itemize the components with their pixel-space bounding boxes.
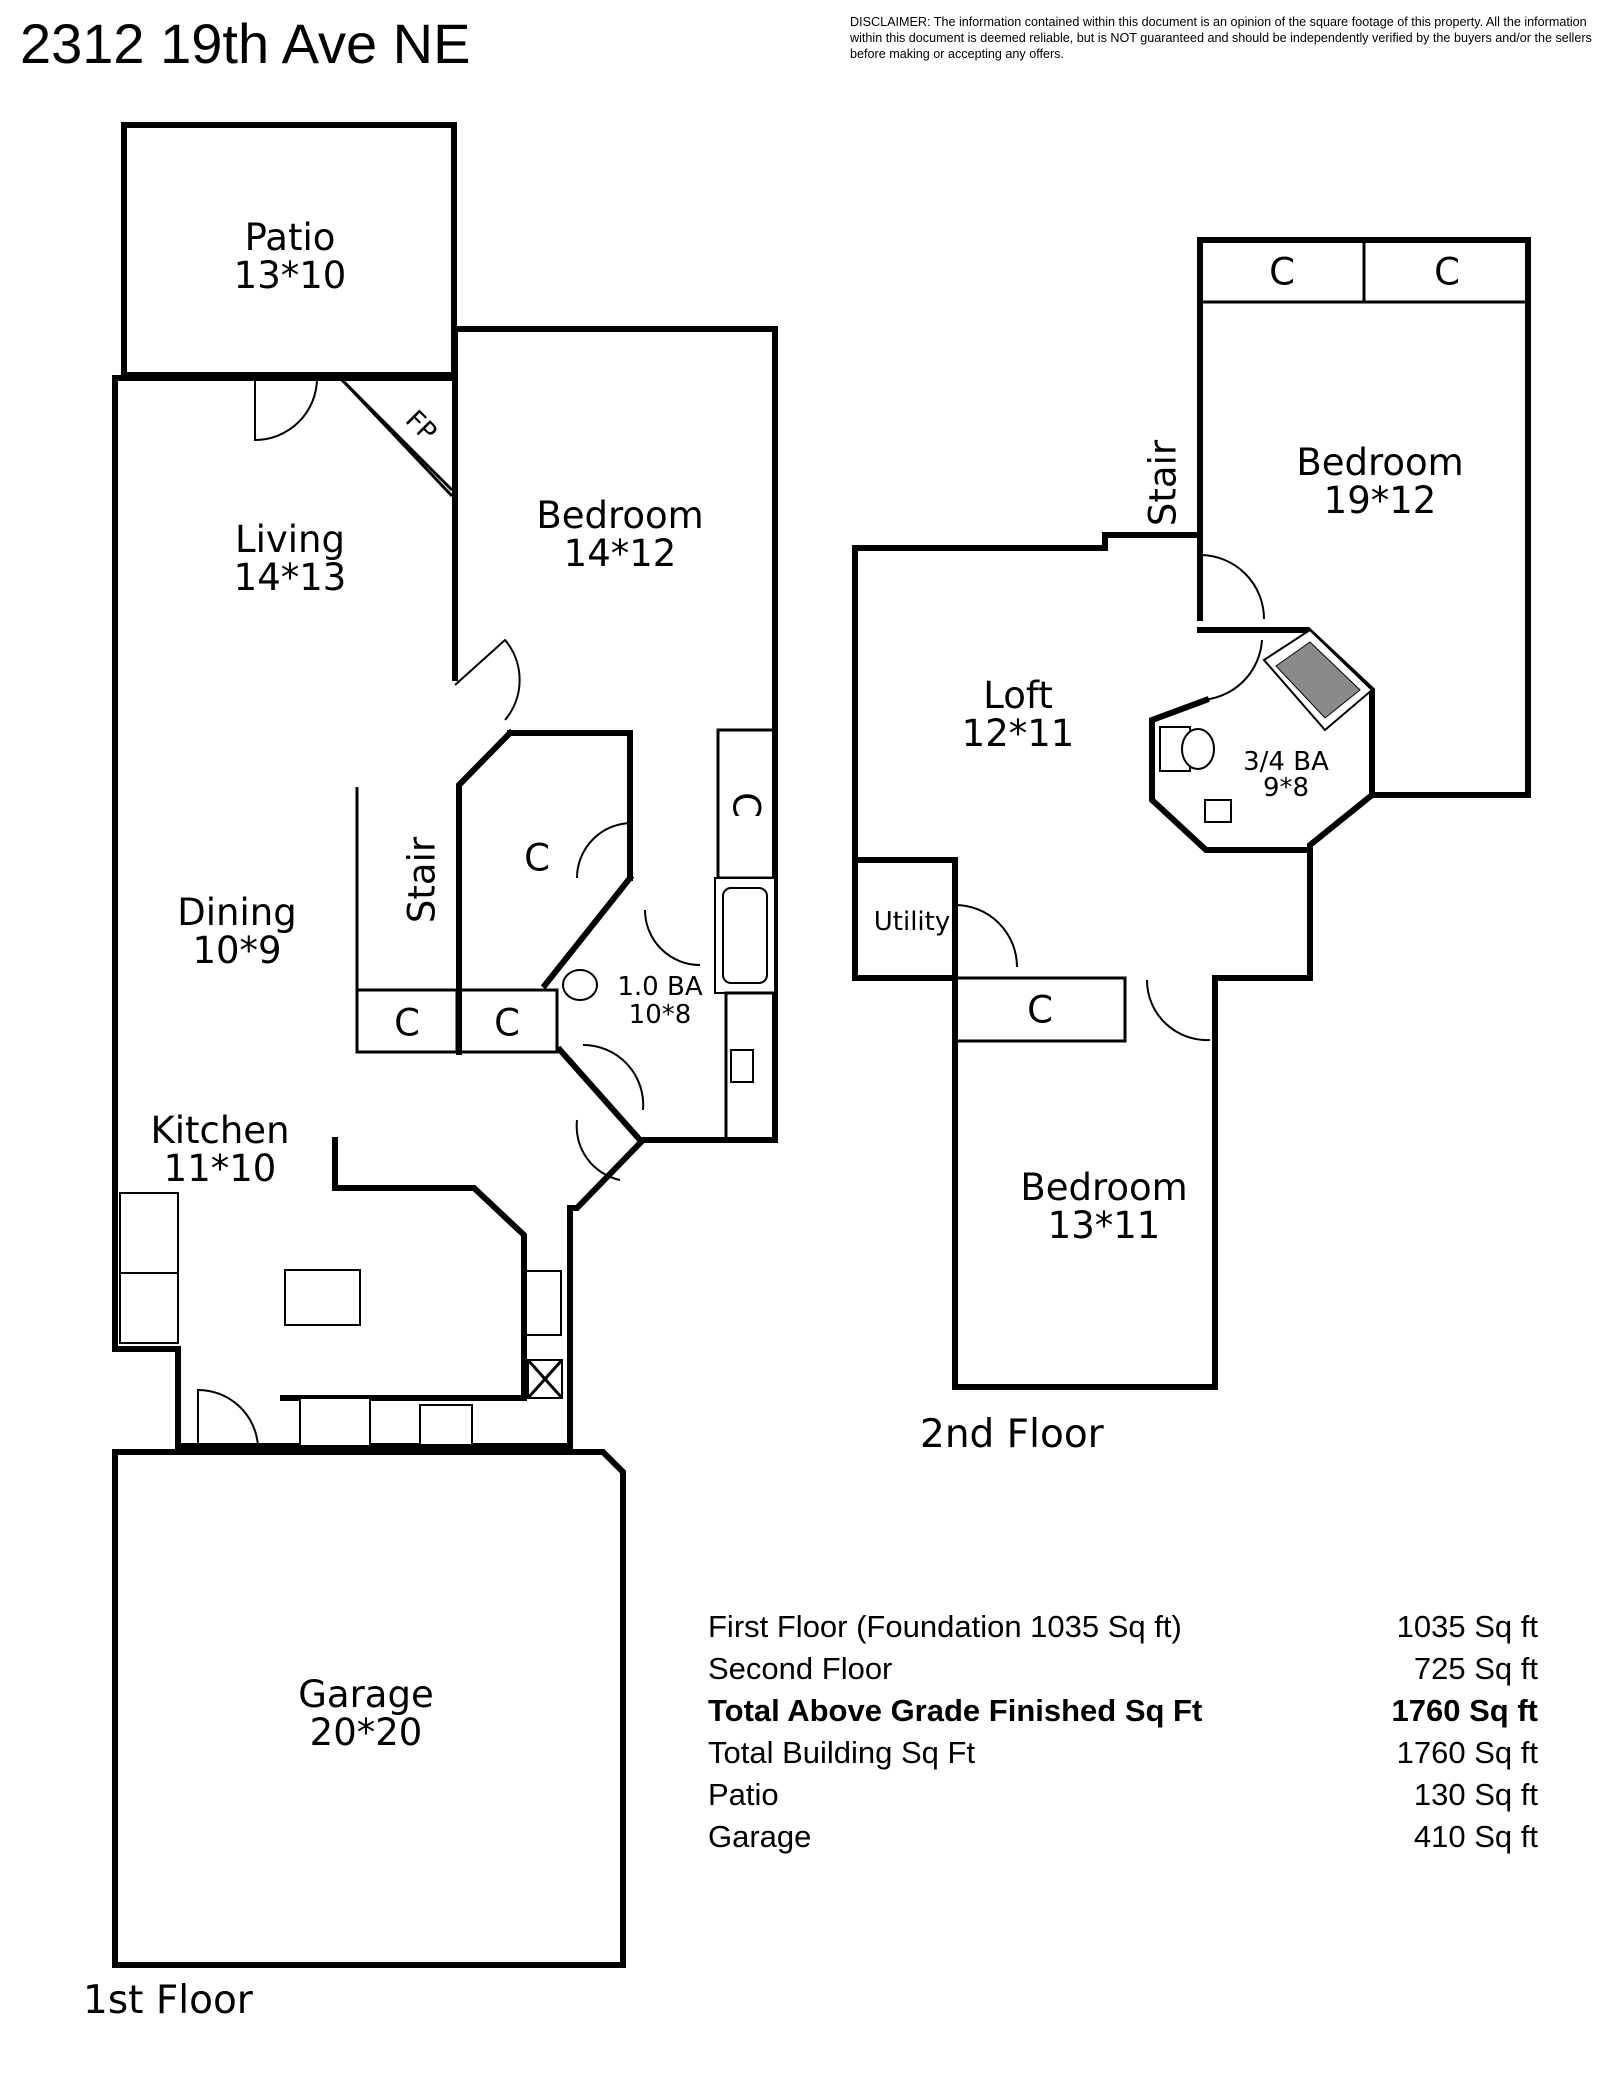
patio-door-icon: [254, 377, 318, 442]
table-row: Second Floor 725 Sq ft: [708, 1648, 1538, 1690]
bedroom-door-icon: [454, 638, 521, 721]
closet-label: C: [1269, 251, 1295, 294]
hall-door-icon: [575, 1119, 621, 1181]
row-value: 130 Sq ft: [1413, 1777, 1538, 1812]
row-value: 1760 Sq ft: [1396, 1735, 1538, 1770]
row-value: 725 Sq ft: [1413, 1651, 1538, 1686]
row-label: Second Floor: [708, 1651, 893, 1686]
bath-sink-2-icon: [1204, 799, 1232, 823]
bath-door-icon: [644, 909, 701, 966]
closet-b: [455, 988, 559, 1054]
kitchen-counter: [280, 1137, 527, 1401]
bath-door-2-icon: [1199, 639, 1263, 701]
closet-door-icon: [576, 822, 633, 879]
row-label: Total Building Sq Ft: [708, 1735, 976, 1770]
toilet-icon: [562, 969, 598, 1001]
closet-label: C: [494, 1002, 520, 1045]
second-floor-label: 2nd Floor: [920, 1412, 1105, 1457]
closet-door-b-icon: [582, 1043, 645, 1111]
row-value: 410 Sq ft: [1413, 1819, 1538, 1854]
fireplace-label: FP: [399, 405, 442, 448]
closet-d: [953, 976, 1127, 1043]
garage-outline: [112, 1449, 626, 1968]
closet-label: C: [725, 792, 768, 818]
oven-icon: [119, 1272, 179, 1344]
sink-icon: [730, 1049, 754, 1083]
second-floor-outer-wall: [852, 237, 1531, 1390]
bedroom-door-3-icon: [1145, 979, 1211, 1042]
square-footage-table: First Floor (Foundation 1035 Sq ft) 1035…: [708, 1606, 1538, 1858]
closet-label: C: [394, 1002, 420, 1045]
closet-label: C: [524, 837, 550, 880]
fridge-icon: [119, 1192, 179, 1274]
first-floor-outer-wall: [112, 326, 778, 1449]
row-label: Garage: [708, 1819, 812, 1854]
utility-door-icon: [954, 904, 1018, 968]
bath-angle-wall: [540, 873, 635, 990]
kitchen-sink-icon: [525, 1270, 562, 1336]
row-label: Patio: [708, 1777, 779, 1812]
disclaimer-text: DISCLAIMER: The information contained wi…: [850, 15, 1592, 61]
table-row: First Floor (Foundation 1035 Sq ft) 1035…: [708, 1606, 1538, 1648]
kitchen-island: [284, 1269, 361, 1326]
counter-cabinet: [299, 1397, 371, 1447]
garage-door-icon: [197, 1388, 259, 1447]
row-label: Total Above Grade Finished Sq Ft: [708, 1693, 1203, 1728]
table-row: Garage 410 Sq ft: [708, 1816, 1538, 1858]
table-row: Total Above Grade Finished Sq Ft 1760 Sq…: [708, 1690, 1538, 1732]
table-row: Total Building Sq Ft 1760 Sq ft: [708, 1732, 1538, 1774]
bath-wall-loft: [1149, 696, 1313, 853]
property-address: 2312 19th Ave NE: [20, 12, 471, 75]
closet-angle-wall: [456, 728, 515, 1055]
vanity-outline: [724, 991, 777, 1142]
stair-label-2: Stair: [1142, 439, 1185, 526]
closet-label: C: [1434, 251, 1460, 294]
first-floor-label: 1st Floor: [83, 1978, 254, 2023]
row-value: 1760 Sq ft: [1391, 1693, 1538, 1728]
table-row: Patio 130 Sq ft: [708, 1774, 1538, 1816]
row-value: 1035 Sq ft: [1396, 1609, 1538, 1644]
row-label: First Floor (Foundation 1035 Sq ft): [708, 1609, 1182, 1644]
closet-label: C: [1027, 989, 1053, 1032]
utility-label: Utility: [874, 907, 950, 937]
cooktop-icon: [419, 1404, 473, 1446]
bedroom-door-2-icon: [1199, 554, 1265, 620]
stair-label: Stair: [401, 836, 444, 923]
